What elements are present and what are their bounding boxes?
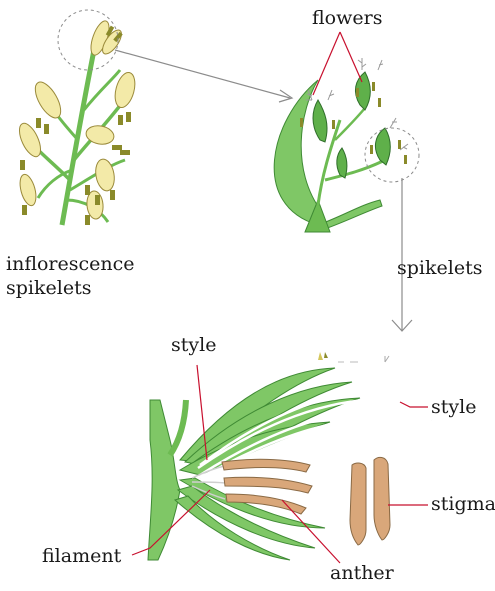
style-top-label: style <box>171 333 216 358</box>
inflorescence-label: inflorescence <box>6 252 135 277</box>
anther-label: anther <box>330 561 394 586</box>
flowers-leaders <box>313 32 362 95</box>
flower-base <box>148 400 180 560</box>
spikelets-left-label: spikelets <box>6 276 91 301</box>
zoom-arrow-2 <box>392 178 412 331</box>
flower-dissection <box>148 352 432 560</box>
floret <box>337 148 347 178</box>
zoom-arrow-1 <box>115 50 292 102</box>
floret <box>313 100 327 142</box>
spikelet <box>93 158 116 193</box>
stigma-label: stigma <box>431 492 495 517</box>
anther-shape <box>222 459 310 472</box>
flowers-label: flowers <box>312 6 382 31</box>
spikelets-right-label: spikelets <box>397 256 482 281</box>
zoom-circle <box>365 128 419 182</box>
inflorescence-illustration <box>15 10 138 225</box>
spikelet <box>17 173 39 208</box>
floret <box>375 128 390 165</box>
stigma-shape <box>350 463 366 545</box>
filament-label: filament <box>42 544 121 569</box>
spikelet <box>30 78 66 122</box>
style-right-label: style <box>431 395 476 420</box>
anther-shape <box>224 477 312 493</box>
spikelet-illustration <box>274 58 419 232</box>
stigma-shape <box>374 457 390 540</box>
stalk <box>170 400 186 455</box>
